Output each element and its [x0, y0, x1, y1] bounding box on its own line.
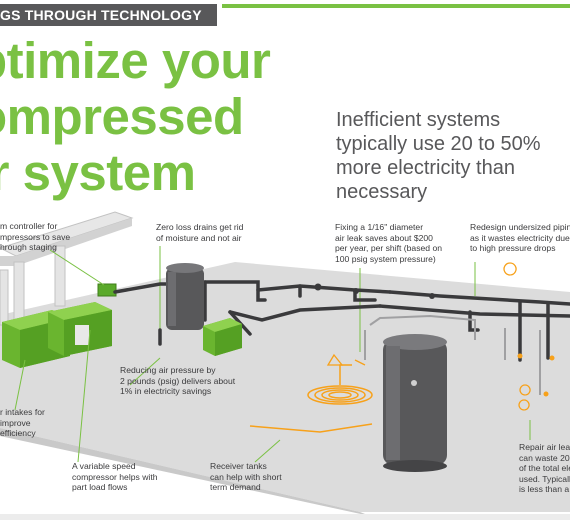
callout-leak: Fixing a 1/16" diameter air leak saves a… [335, 222, 442, 264]
callout-piping-line: to high pressure drops [470, 243, 556, 253]
callout-repair-line: used. Typicall [519, 473, 570, 484]
callout-vsd-line: part load flows [72, 482, 128, 492]
callout-controller-line: hrough staging [0, 242, 57, 252]
pressure-gauges [517, 353, 555, 397]
stat-line-1: Inefficient systems [336, 109, 501, 131]
callout-pressure: Reducing air pressure by 2 pounds (psig)… [120, 365, 235, 397]
air-dryer [203, 318, 242, 356]
callout-receiver-line: term demand [210, 482, 261, 492]
callout-repair-line: can waste 20 [519, 452, 570, 463]
callout-controller: m controller for mpressors to save hroug… [0, 221, 70, 253]
callout-leak-line: Fixing a 1/16" diameter [335, 222, 424, 232]
banner-text: GS THROUGH TECHNOLOGY [0, 7, 202, 23]
callout-leak-line: air leak saves about $200 [335, 232, 433, 243]
banner-rule [222, 4, 570, 8]
callout-piping: Redesign undersized piping as it wastes … [470, 222, 570, 254]
air-leak-hose [249, 364, 373, 433]
callout-vsd-line: compressor helps with [72, 471, 158, 482]
callout-receiver-line: Receiver tanks [210, 461, 267, 471]
callout-pressure-line: 2 pounds (psig) delivers about [120, 375, 236, 386]
callout-piping-line: as it wastes electricity due [470, 232, 570, 243]
pipe-valves [314, 283, 435, 299]
piping-network [113, 280, 570, 362]
callout-leak-line: per year, per shift (based on [335, 243, 443, 253]
headline-line-1: ptimize your [0, 32, 271, 89]
callout-receiver-line: can help with short [210, 471, 282, 482]
callout-intakes-line: efficiency [0, 428, 36, 438]
headline-line-2: ompressed [0, 88, 244, 145]
callout-receiver: Receiver tanks can help with short term … [210, 461, 282, 493]
large-receiver-tank [383, 334, 447, 472]
callout-controller-line: m controller for [0, 221, 58, 231]
callout-drains-line: of moisture and not air [156, 232, 242, 243]
callout-repair-line: of the total ele [519, 463, 570, 473]
stat-line-3: more electricity than [336, 157, 515, 179]
callout-drains: Zero loss drains get rid of moisture and… [156, 222, 243, 243]
callout-pressure-line: 1% in electricity savings [120, 386, 212, 396]
callout-leader-lines [14, 246, 531, 463]
small-receiver-tank [166, 263, 204, 330]
stat-line-2: typically use 20 to 50% [336, 133, 541, 155]
callout-repair: Repair air leak can waste 20 of the tota… [519, 442, 570, 495]
inefficiency-stat: Inefficient systems typically use 20 to … [336, 108, 566, 204]
compressor-shed [0, 211, 134, 326]
headline-line-3: ir system [0, 144, 196, 201]
callout-intakes-line: r intakes for [0, 407, 45, 417]
headline: ptimize your ompressed ir system [0, 32, 271, 201]
callout-repair-line: is less than a [519, 484, 570, 494]
callout-drains-line: Zero loss drains get rid [156, 222, 244, 232]
callout-intakes-line: improve [0, 417, 31, 428]
compressor-units [2, 302, 112, 368]
callout-pressure-line: Reducing air pressure by [120, 365, 216, 375]
section-banner: GS THROUGH TECHNOLOGY [0, 4, 217, 26]
leak-indicators [326, 262, 531, 411]
floor-edge [0, 428, 370, 516]
callout-piping-line: Redesign undersized piping [470, 222, 570, 232]
bottom-strip [0, 514, 570, 520]
callout-vsd: A variable speed compressor helps with p… [72, 461, 158, 493]
system-controller [97, 283, 117, 297]
callout-leak-line: 100 psig system pressure) [335, 253, 436, 264]
callout-repair-line: Repair air leak [519, 442, 570, 452]
callout-intakes: r intakes for improve efficiency [0, 407, 45, 439]
secondary-piping [364, 314, 541, 395]
callout-vsd-line: A variable speed [72, 461, 136, 471]
callout-controller-line: mpressors to save [0, 231, 71, 242]
stat-line-4: necessary [336, 181, 428, 203]
